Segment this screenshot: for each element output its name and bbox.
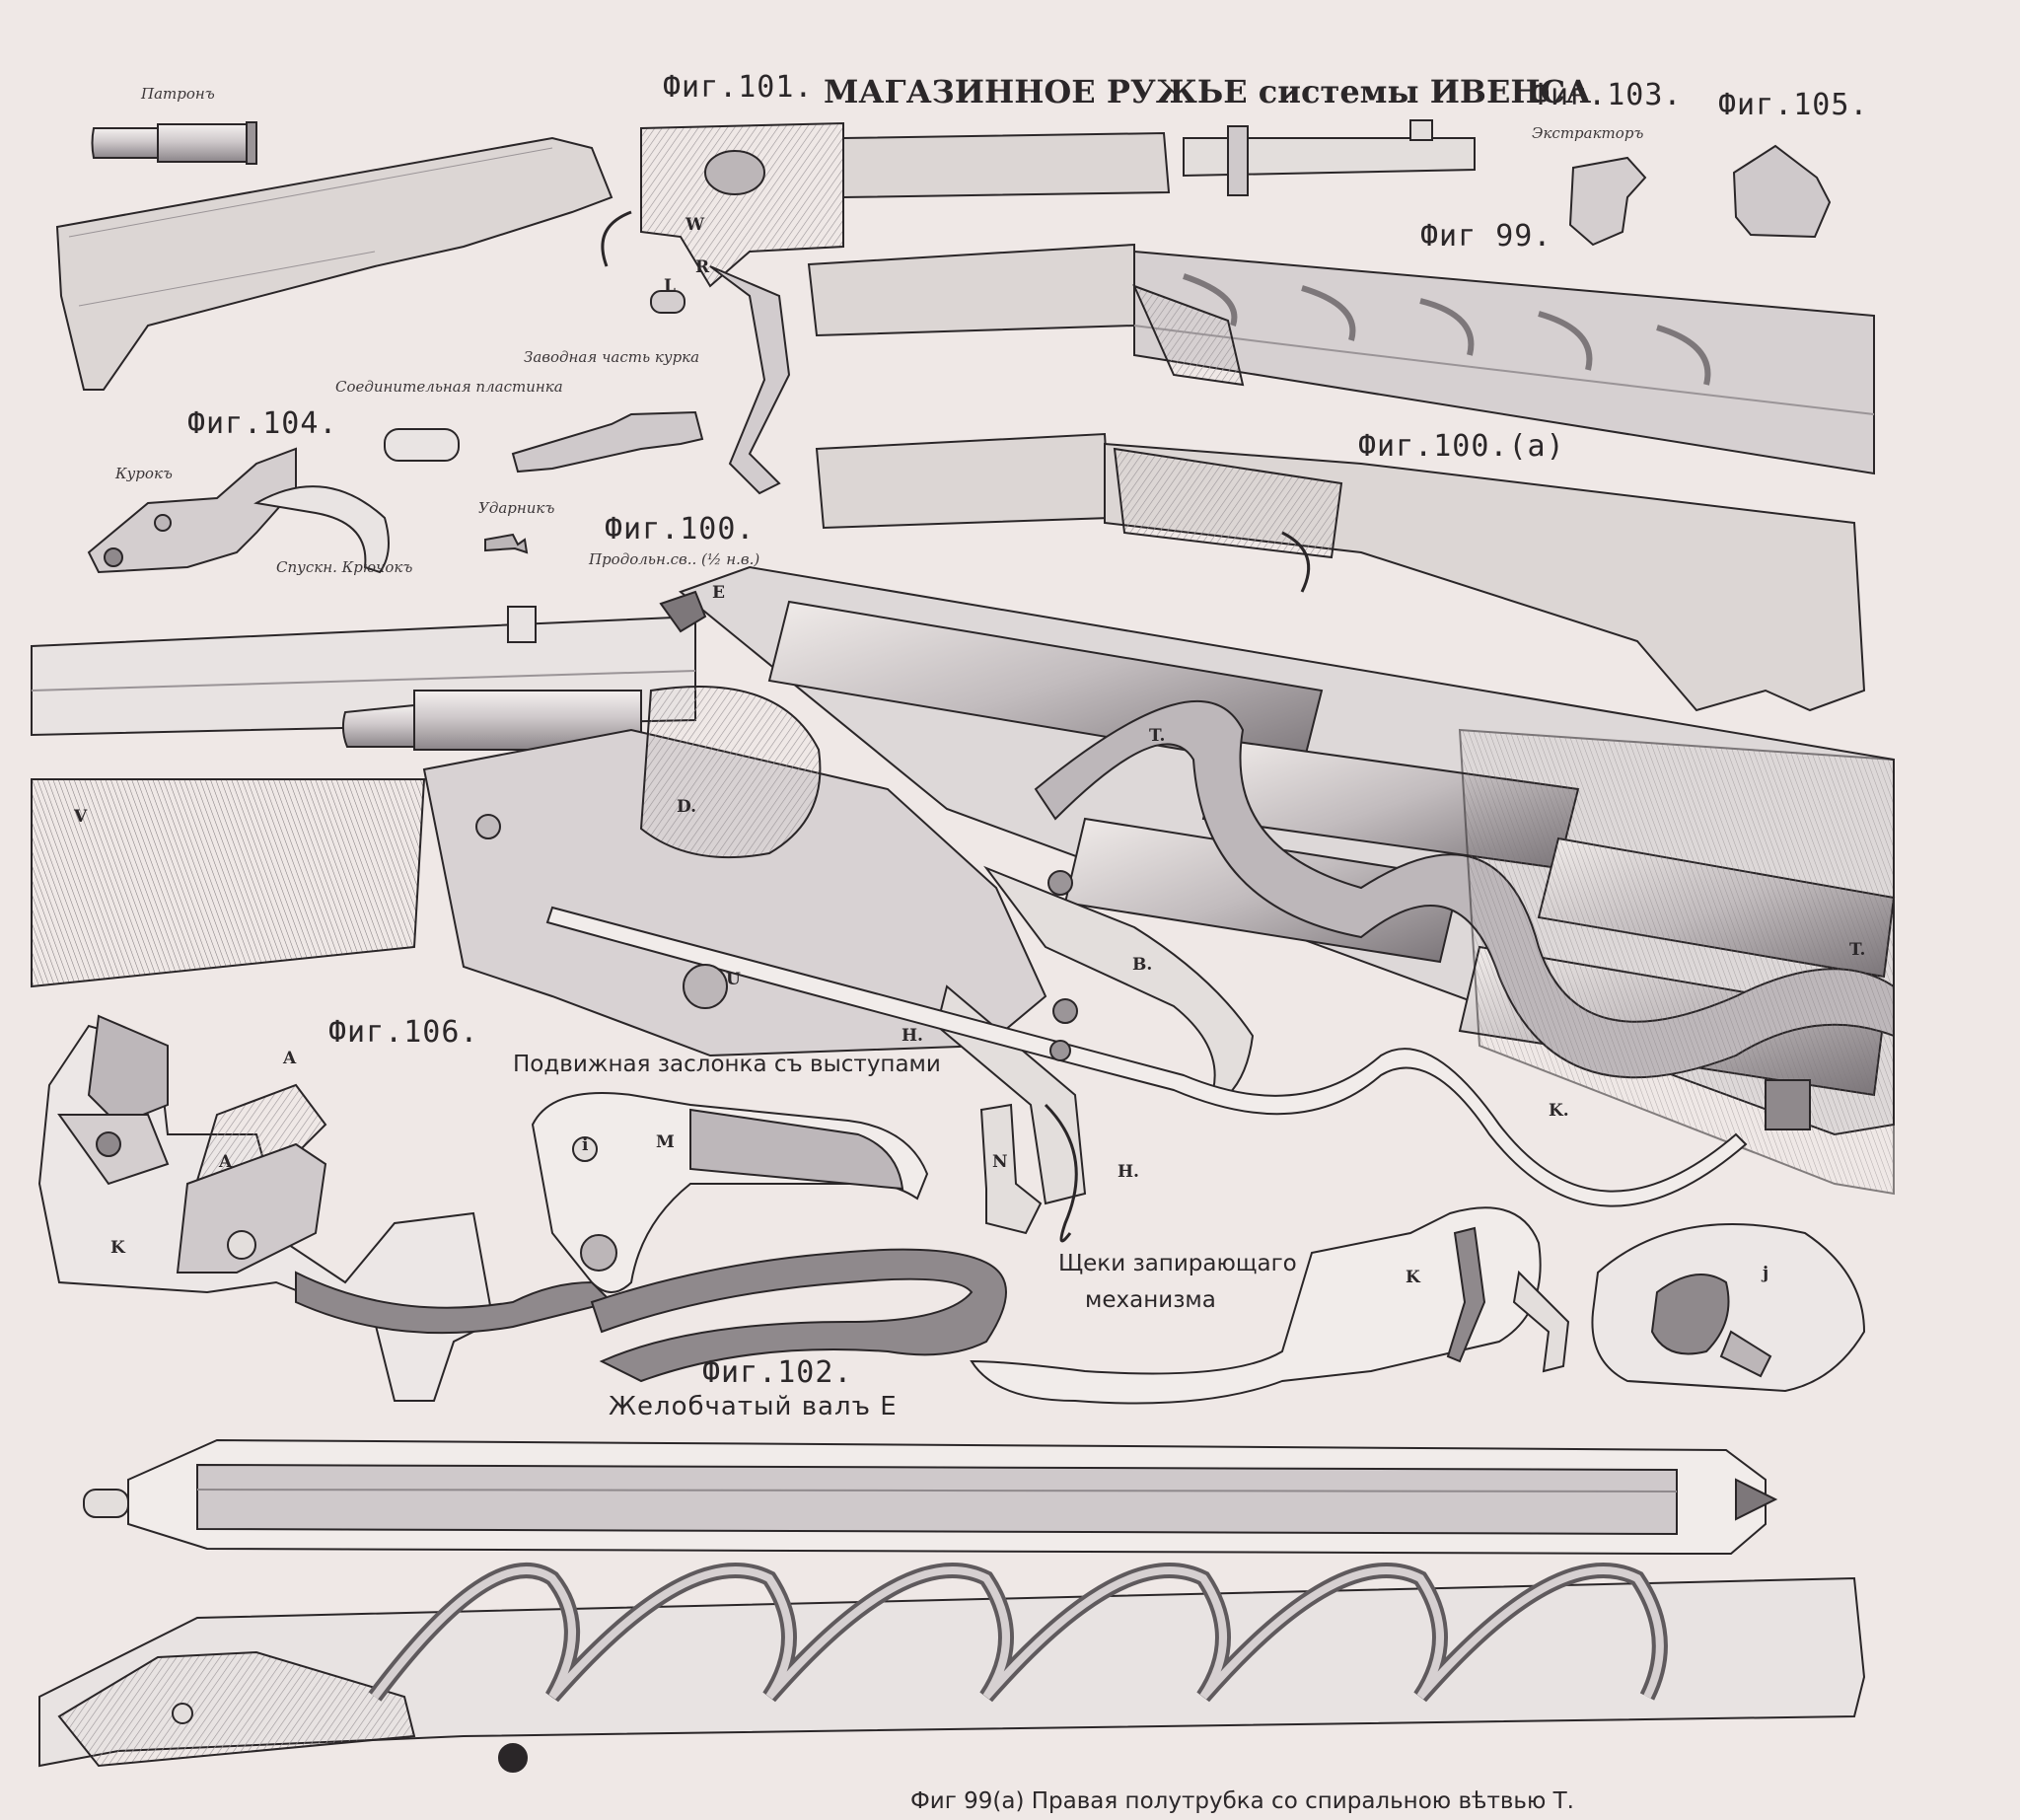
fig104-label: Фиг.104. xyxy=(187,406,338,441)
fig101-rifle xyxy=(55,119,1476,495)
fig99a-caption: Фиг 99(а) Правая полутрубка со спирально… xyxy=(910,1788,1574,1814)
fig100a-rifle xyxy=(815,432,1866,712)
part-label-L: L xyxy=(664,276,676,296)
fig100-scale: Продольн.св.. (½ н.в.) xyxy=(589,550,760,568)
fig101-forend xyxy=(842,131,1171,199)
part-label-E: E xyxy=(712,583,725,603)
caption-cheeks-2: механизма xyxy=(1085,1287,1216,1313)
part-label-A-1: A xyxy=(283,1049,297,1068)
fig104-trigger-guard xyxy=(253,485,390,574)
fig106-label: Фиг.106. xyxy=(328,1015,479,1050)
fig106-lock xyxy=(37,1014,613,1402)
lever-B xyxy=(983,865,1255,1097)
part-label-V: V xyxy=(74,807,88,827)
fig103-label: Фиг.103. xyxy=(1532,78,1683,112)
fig103-extractor xyxy=(1568,156,1647,247)
part-label-j: j xyxy=(1763,1264,1769,1283)
caption-striker: Ударникъ xyxy=(478,499,555,517)
part-label-W: W xyxy=(685,215,705,235)
caption-trigger: Спускн. Крючокъ xyxy=(276,558,413,576)
part-label-M: M xyxy=(656,1132,675,1152)
caption-hammer-spring: Заводная часть курка xyxy=(524,348,700,366)
part-label-K-cheeks: K xyxy=(1406,1268,1420,1287)
fig105-label: Фиг.105. xyxy=(1718,88,1869,122)
fig100-butt xyxy=(1458,728,1895,1196)
fig100a-label: Фиг.100.(а) xyxy=(1358,429,1565,464)
cartridge xyxy=(91,121,257,165)
fig101-barrel xyxy=(1183,137,1476,178)
part-label-T-upper: T. xyxy=(1149,726,1166,746)
fig101-sight xyxy=(1409,119,1433,141)
part-label-A-2: A xyxy=(219,1152,233,1172)
caption-hammer: Курокъ xyxy=(115,465,173,482)
fig101-band xyxy=(1227,125,1249,196)
part-label-R: R xyxy=(695,257,710,277)
part-label-T-lower: T. xyxy=(1849,940,1866,960)
loose-pin-L xyxy=(650,290,685,314)
plate-title: МАГАЗИННОЕ РУЖЬЕ системы ИВЕНСА xyxy=(824,73,1592,110)
fig99-label: Фиг 99. xyxy=(1420,219,1552,254)
fig102-label: Фиг.102. xyxy=(702,1355,853,1390)
fig101-lever xyxy=(709,265,791,495)
locking-cheeks xyxy=(970,1206,1866,1405)
part-label-N: N xyxy=(992,1152,1008,1172)
caption-extractor: Экстракторъ xyxy=(1532,124,1644,142)
spring-K xyxy=(545,906,1748,1207)
fig99-stock xyxy=(807,243,1875,475)
fig101-label: Фиг.101. xyxy=(663,70,814,105)
fig100-label: Фиг.100. xyxy=(605,512,756,546)
part-label-H-2: H. xyxy=(1118,1162,1139,1182)
part-label-B: B. xyxy=(1132,955,1153,975)
fig101-stock xyxy=(55,136,613,391)
sliding-shutter xyxy=(531,1092,1078,1383)
connecting-plate xyxy=(384,428,460,462)
caption-sliding-shutter: Подвижная заслонка съ выступами xyxy=(513,1052,941,1077)
hammer-part xyxy=(511,410,704,473)
fig100-section xyxy=(31,565,1896,1207)
fig99a-half-tube xyxy=(38,1563,1866,1773)
part-label-D: D. xyxy=(677,797,697,817)
fig101-receiver xyxy=(640,121,844,288)
caption-cheeks-1: Щеки запирающаго xyxy=(1058,1251,1297,1276)
part-label-U: U xyxy=(726,970,741,989)
fig102-fluted-shaft xyxy=(83,1438,1778,1555)
fig105-part xyxy=(1732,144,1832,239)
caption-connecting-plate: Соединительная пластинка xyxy=(335,378,563,396)
part-label-H-1: H. xyxy=(902,1026,923,1046)
fig100-chamber-cartridge xyxy=(341,703,415,748)
part-label-K-spring: K. xyxy=(1549,1101,1569,1121)
fig104-parts xyxy=(87,447,390,574)
part-label-i: i xyxy=(582,1135,589,1155)
caption-patron: Патронъ xyxy=(141,85,215,103)
striker xyxy=(484,533,529,554)
fig100-forestock xyxy=(31,778,426,988)
curved-wing xyxy=(590,1248,1007,1383)
part-label-K-fig106: K xyxy=(110,1238,125,1258)
breech-block-D xyxy=(639,686,822,859)
fig102-caption: Желобчатый валъ Е xyxy=(609,1392,898,1421)
piece-N xyxy=(979,1103,1043,1235)
